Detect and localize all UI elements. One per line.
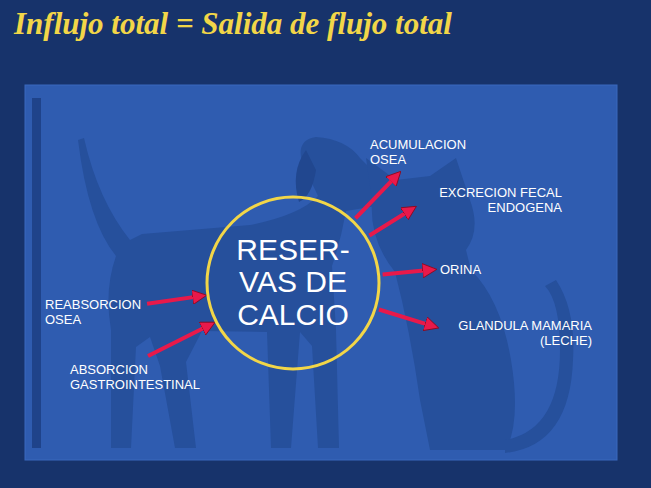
flow-label: GLANDULA MAMARIA (LECHE): [442, 318, 592, 348]
circle-text: RESER- VAS DE CALCIO: [227, 234, 359, 331]
dog-silhouette: [78, 137, 388, 448]
label-text: EXCRECION FECAL ENDOGENA: [420, 185, 562, 215]
flow-label: REABSORCION OSEA: [45, 297, 141, 327]
dog-ear: [296, 150, 316, 202]
flow-label: ABSORCION GASTROINTESTINAL: [70, 362, 200, 392]
circle-border: [207, 197, 379, 369]
reservoir-circle: RESER- VAS DE CALCIO: [205, 195, 381, 371]
flow-arrow: [148, 323, 213, 356]
label-text: ABSORCION GASTROINTESTINAL: [70, 362, 200, 392]
flow-label: EXCRECION FECAL ENDOGENA: [420, 185, 562, 215]
cat-tail: [505, 280, 573, 453]
flow-arrow: [356, 173, 399, 218]
flow-arrow: [379, 310, 436, 328]
label-text: REABSORCION OSEA: [45, 297, 141, 327]
label-text: ACUMULACION OSEA: [370, 137, 466, 167]
inner-panel: [25, 85, 617, 460]
label-text: ORINA: [440, 262, 481, 277]
flow-label: ORINA: [440, 262, 481, 277]
flow-arrow: [369, 208, 414, 236]
flow-label: ACUMULACION OSEA: [370, 137, 466, 167]
title-heading: Influjo total = Salida de flujo total: [14, 6, 452, 42]
side-bar: [32, 98, 41, 448]
flow-arrow: [383, 270, 434, 275]
flow-arrow: [147, 296, 204, 304]
label-text: GLANDULA MAMARIA (LECHE): [442, 318, 592, 348]
